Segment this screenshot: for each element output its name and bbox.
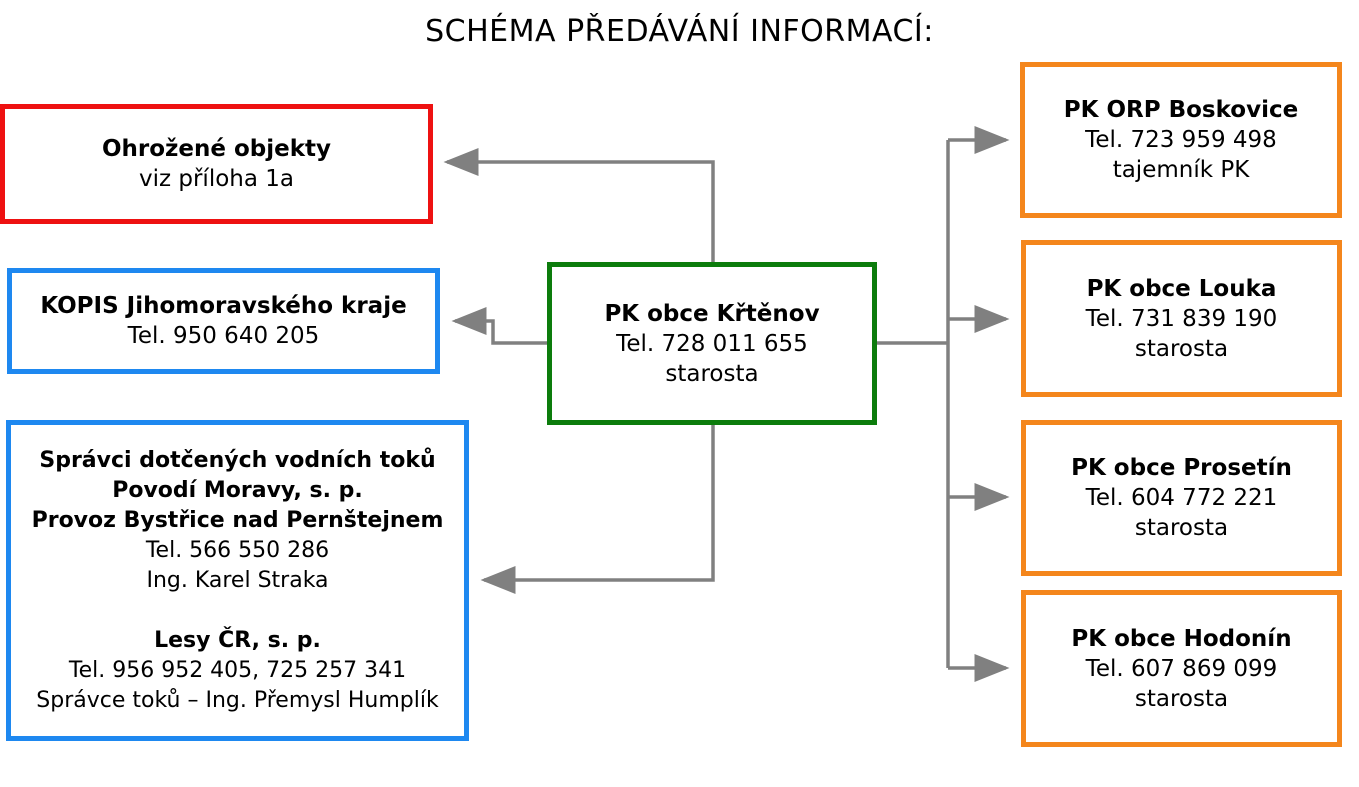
center-name: PK obce Křtěnov [604,300,820,327]
ohrozene-note: viz příloha 1a [138,166,294,192]
ohrozene-name: Ohrožené objekty [101,136,332,162]
louka-phone: Tel. 731 839 190 [1085,305,1278,332]
kopis-phone: Tel. 950 640 205 [127,323,320,349]
box-pk-hodonin: PK obce Hodonín Tel. 607 869 099 starost… [1021,590,1342,747]
prosetin-role: starosta [1134,515,1229,541]
spravci-org1: Povodí Moravy, s. p. [112,477,363,503]
boskovice-name: PK ORP Boskovice [1063,97,1299,123]
diagram-title: SCHÉMA PŘEDÁVÁNÍ INFORMACÍ: [425,14,934,49]
spravci-org1-person: Ing. Karel Straka [146,567,329,593]
arrow-to-kopis [451,307,547,345]
arrow-to-ohrozene [443,148,715,262]
box-ohrozene-objekty: Ohrožené objekty viz příloha 1a [0,104,433,224]
spravci-heading: Správci dotčených vodních toků [39,447,436,473]
spravci-org2-phone: Tel. 956 952 405, 725 257 341 [68,657,407,683]
boskovice-role: tajemník PK [1112,157,1250,183]
center-phone: Tel. 728 011 655 [616,330,808,357]
spravci-org1-unit: Provoz Bystřice nad Pernštejnem [31,507,444,533]
spravci-org2: Lesy ČR, s. p. [154,627,321,653]
hodonin-name: PK obce Hodonín [1071,625,1292,652]
box-pk-louka: PK obce Louka Tel. 731 839 190 starosta [1021,240,1342,397]
prosetin-phone: Tel. 604 772 221 [1085,485,1278,511]
spravci-org2-person: Správce toků – Ing. Přemysl Humplík [36,687,439,713]
kopis-name: KOPIS Jihomoravského kraje [40,293,407,319]
boskovice-phone: Tel. 723 959 498 [1085,127,1277,153]
louka-name: PK obce Louka [1086,275,1277,302]
center-role: starosta [665,360,759,387]
arrow-to-spravci [480,425,715,594]
box-kopis: KOPIS Jihomoravského kraje Tel. 950 640 … [7,268,440,374]
prosetin-name: PK obce Prosetín [1071,455,1292,481]
box-pk-krtenov: PK obce Křtěnov Tel. 728 011 655 starost… [547,262,877,425]
box-pk-prosetin: PK obce Prosetín Tel. 604 772 221 staros… [1021,420,1342,576]
box-pk-orp-boskovice: PK ORP Boskovice Tel. 723 959 498 tajemn… [1020,62,1342,218]
hodonin-role: starosta [1134,685,1229,712]
louka-role: starosta [1134,335,1229,362]
hodonin-phone: Tel. 607 869 099 [1085,655,1278,682]
spravci-org1-phone: Tel. 566 550 286 [145,537,330,563]
box-spravci-toku: Správci dotčených vodních toků Povodí Mo… [6,420,469,741]
